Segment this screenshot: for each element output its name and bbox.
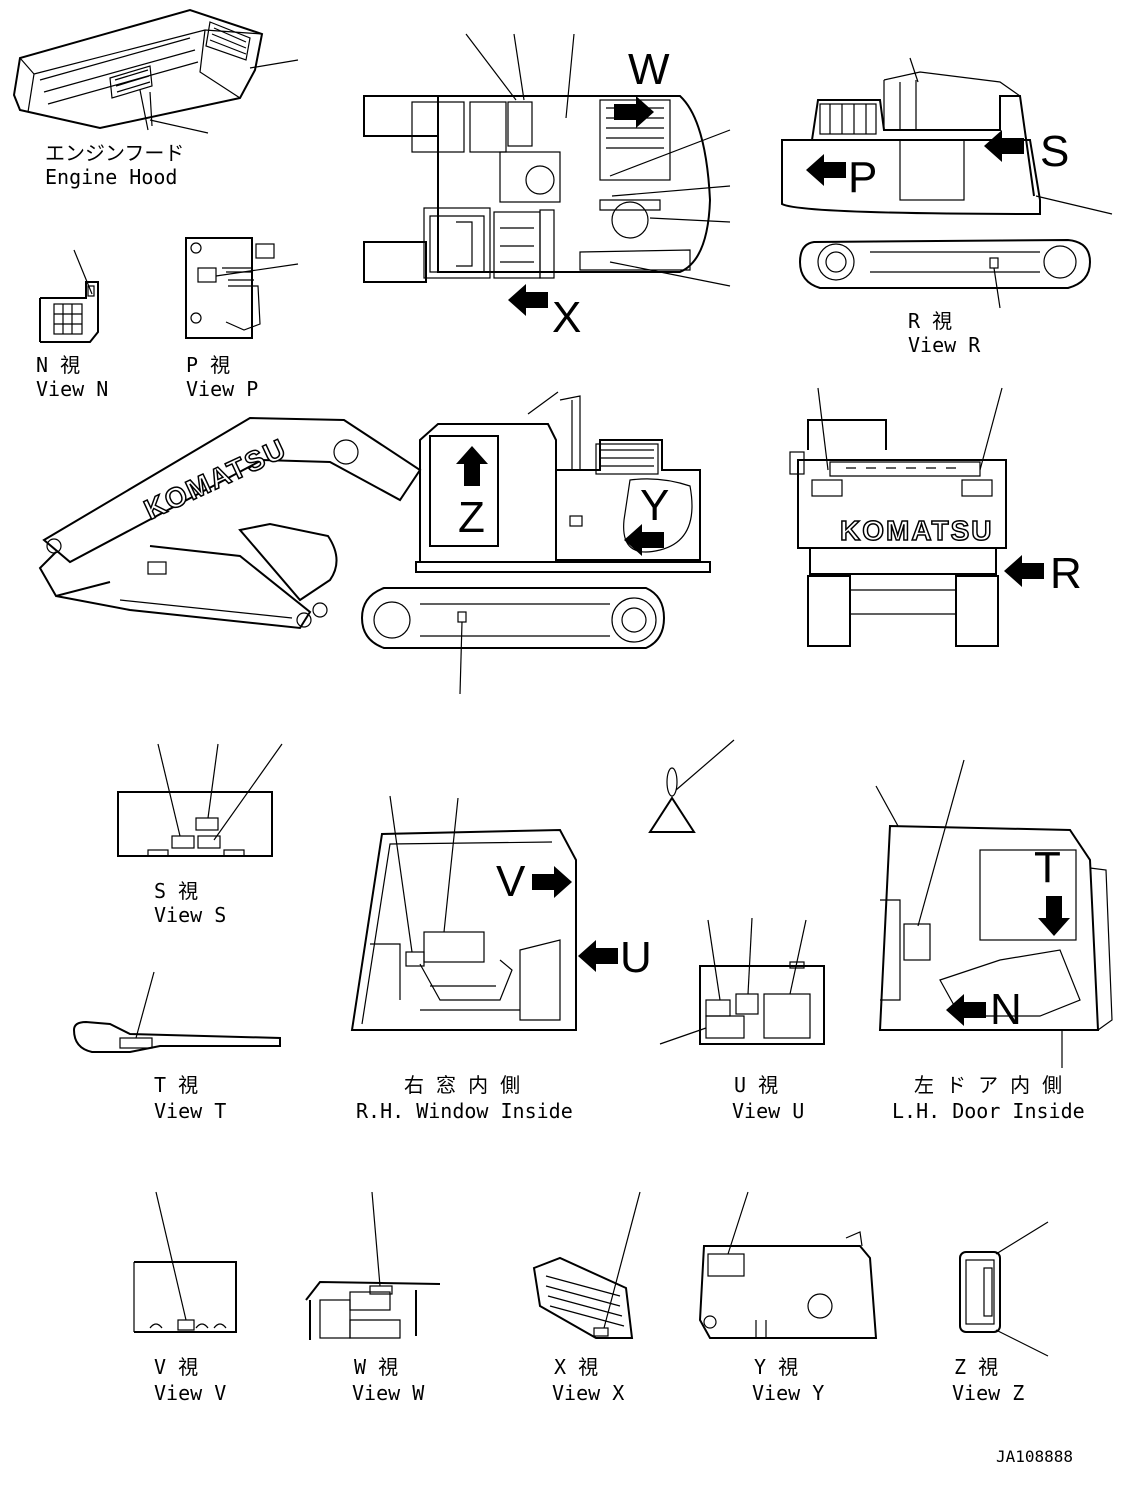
lh-door-label-en: L.H. Door Inside	[892, 1099, 1085, 1123]
engine-hood-label-en: Engine Hood	[45, 165, 177, 189]
excavator-side-view: KOMATSU Z Y	[38, 391, 711, 695]
view-p-label-jp: P 視	[186, 353, 230, 377]
view-w: W 視 View W	[305, 1191, 441, 1405]
lh-door-inside: T N 左 ド ア 内 側 L.H. Door Inside	[875, 759, 1113, 1123]
view-s-label-en: View S	[154, 903, 226, 927]
rear-view: KOMATSU R	[789, 387, 1082, 647]
rh-window-label-jp: 右 窓 内 側	[404, 1073, 520, 1097]
view-s: S 視 View S	[117, 743, 283, 927]
arrow-label-z: Z	[458, 493, 485, 542]
rh-window-label-en: R.H. Window Inside	[356, 1099, 573, 1123]
rh-window-inside: V U 右 窓 内 側 R.H. Window Inside	[350, 795, 652, 1123]
arrow-label-v: V	[496, 857, 526, 906]
view-t-label-jp: T 視	[154, 1073, 198, 1097]
brand-text-boom: KOMATSU	[139, 432, 291, 525]
arrow-label-r: R	[1050, 549, 1082, 598]
view-z: Z 視 View Z	[952, 1221, 1049, 1405]
view-w-label-en: View W	[352, 1381, 425, 1405]
view-z-label-en: View Z	[952, 1381, 1024, 1405]
view-v-label-en: View V	[154, 1381, 226, 1405]
top-view: W X	[363, 33, 731, 342]
view-x-label-jp: X 視	[554, 1355, 598, 1379]
engine-hood-label-jp: エンジンフード	[45, 141, 184, 165]
arrow-label-s: S	[1040, 127, 1069, 176]
view-u-label-jp: U 視	[734, 1073, 778, 1097]
engine-hood-view: エンジンフード Engine Hood	[12, 8, 299, 189]
arrow-label-t: T	[1034, 843, 1061, 892]
view-u-label-en: View U	[732, 1099, 804, 1123]
view-u: U 視 View U	[659, 917, 825, 1123]
view-y-label-en: View Y	[752, 1381, 824, 1405]
view-n-label-en: View N	[36, 377, 108, 401]
view-t: T 視 View T	[72, 971, 281, 1123]
arrow-label-y: Y	[640, 481, 669, 530]
arrow-label-p: P	[848, 153, 877, 202]
view-y-label-jp: Y 視	[754, 1355, 798, 1379]
arrow-label-n: N	[990, 985, 1022, 1034]
arrow-label-u: U	[620, 933, 652, 982]
view-r-label-jp: R 視	[908, 309, 952, 333]
view-y: Y 視 View Y	[698, 1191, 878, 1405]
view-v: V 視 View V	[133, 1191, 237, 1405]
arrow-label-w: W	[628, 45, 670, 94]
view-v-label-jp: V 視	[154, 1355, 198, 1379]
view-t-label-en: View T	[154, 1099, 226, 1123]
reference-triangle-symbol	[648, 739, 735, 833]
brand-text-rear: KOMATSU	[840, 515, 993, 546]
view-x: X 視 View X	[532, 1191, 641, 1405]
view-p-label-en: View P	[186, 377, 258, 401]
view-z-label-jp: Z 視	[954, 1355, 998, 1379]
view-r-label-en: View R	[908, 333, 981, 357]
lh-door-label-jp: 左 ド ア 内 側	[914, 1073, 1062, 1097]
view-p: P 視 View P	[185, 237, 299, 401]
view-s-label-jp: S 視	[154, 879, 198, 903]
drawing-number: JA108888	[996, 1447, 1073, 1466]
view-x-label-en: View X	[552, 1381, 624, 1405]
view-r-side: P S R 視 View R	[781, 57, 1113, 357]
view-w-label-jp: W 視	[354, 1355, 398, 1379]
view-n-label-jp: N 視	[36, 353, 80, 377]
arrow-label-x: X	[552, 293, 581, 342]
view-n: N 視 View N	[36, 249, 108, 401]
